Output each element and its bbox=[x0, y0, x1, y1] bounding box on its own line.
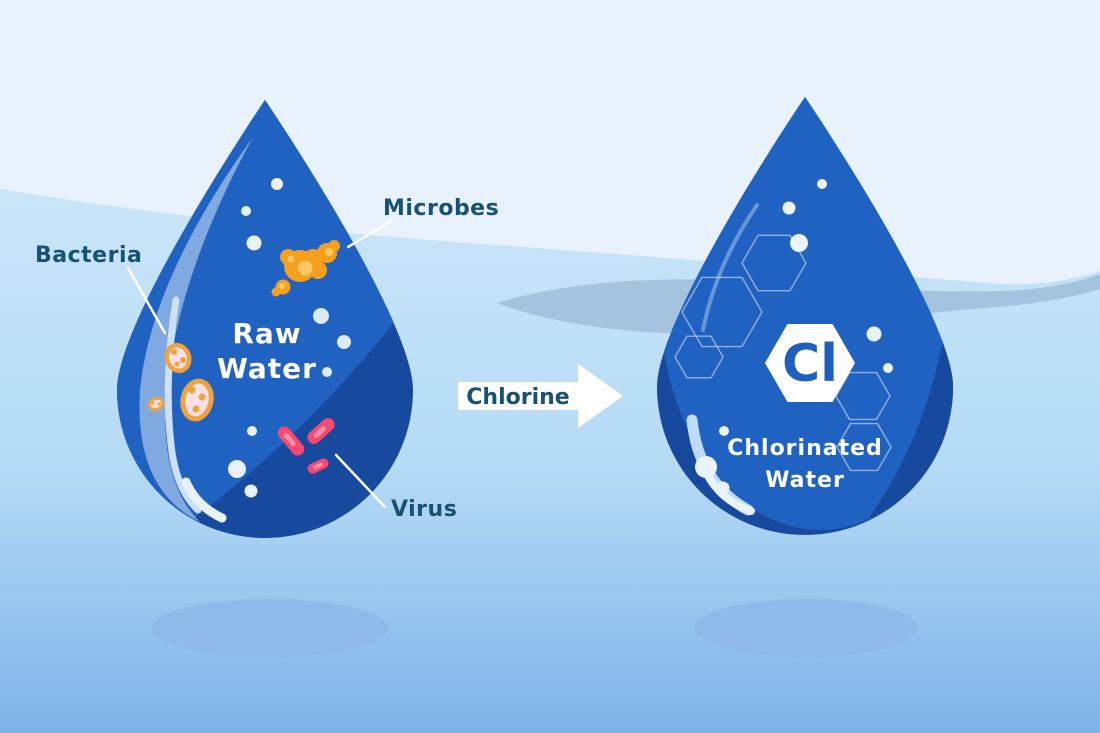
hexagon-outline-icon bbox=[681, 276, 763, 348]
chlorinated-water-title-line2: Water bbox=[765, 468, 845, 493]
chlorine-arrow-label: Chlorine bbox=[466, 385, 569, 410]
bacteria-label: Bacteria bbox=[35, 243, 142, 268]
virus-illustration bbox=[277, 418, 335, 474]
raw-water-title-line1: Raw bbox=[232, 317, 301, 350]
hexagon-outline-icon bbox=[741, 234, 807, 292]
virus-pointer-line bbox=[334, 453, 387, 509]
hexagon-outline-icon bbox=[836, 422, 892, 472]
arrow-shape bbox=[458, 364, 623, 428]
chlorine-symbol: Cl bbox=[782, 334, 838, 394]
hexagon-outline-icon bbox=[674, 335, 724, 379]
chlorine-hexagon-badge: Cl bbox=[765, 324, 855, 402]
raw-water-title-line2: Water bbox=[217, 352, 317, 385]
microbes-pointer-line bbox=[346, 219, 393, 249]
hexagon-outlines bbox=[674, 234, 892, 472]
microbes-illustration bbox=[271, 240, 340, 297]
chlorinated-water-title-line1: Chlorinated bbox=[727, 436, 883, 461]
right-ground-shadow bbox=[694, 599, 918, 657]
chlorine-arrow: Chlorine bbox=[458, 364, 623, 428]
microbes-label: Microbes bbox=[383, 196, 499, 221]
leader-lines bbox=[126, 219, 393, 509]
bacteria-pointer-line bbox=[126, 266, 167, 335]
hexagon-outline-icon bbox=[835, 371, 891, 421]
left-ground-shadow bbox=[152, 599, 388, 657]
hexagon-badge-shape bbox=[765, 324, 855, 402]
bacteria-illustration bbox=[147, 342, 214, 422]
raw-water-bubbles bbox=[228, 178, 351, 498]
virus-label: Virus bbox=[391, 497, 457, 522]
raw-droplet-highlight-streak bbox=[164, 296, 202, 514]
chlorinated-droplet-tip-streak bbox=[701, 203, 759, 332]
raw-droplet-highlight-end bbox=[181, 477, 227, 523]
chlorinated-water-bubbles bbox=[695, 179, 893, 495]
